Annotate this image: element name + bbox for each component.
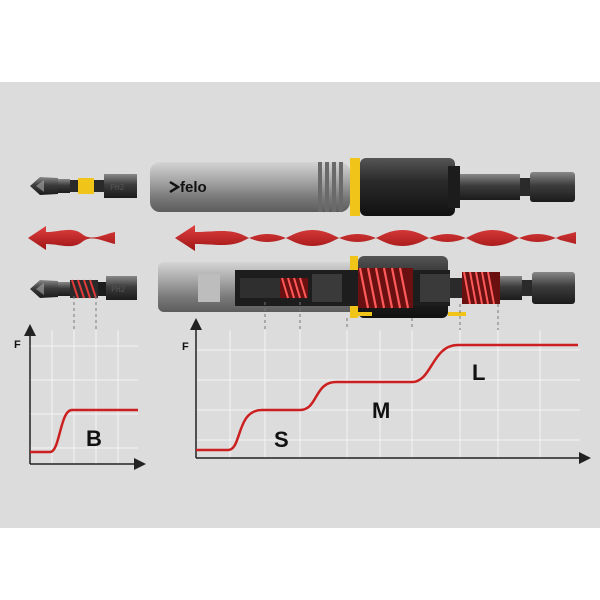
bit-holder-cutaway [158, 256, 575, 318]
y-axis-label-right: F [182, 341, 189, 353]
illustration-canvas: PH2 felo PH2 [0, 82, 600, 528]
force-curve-torsion [196, 343, 578, 452]
grid [196, 330, 580, 458]
y-axis-label-left: F [14, 339, 21, 351]
standard-bit-top: PH2 [30, 174, 137, 198]
spring-large-icon [462, 271, 500, 305]
force-curve-standard [30, 408, 138, 454]
red-twist-arrow-left-icon [28, 226, 115, 250]
bit-marking-top: PH2 [110, 183, 125, 192]
zone-label-l: L [472, 360, 485, 385]
torsion-bit-bottom: PH2 [30, 276, 137, 300]
brand-logo: felo [169, 179, 207, 196]
zone-label-b: B [86, 426, 102, 451]
bit-marking-bottom: PH2 [111, 285, 126, 294]
spring-medium-icon [358, 267, 413, 309]
grid [30, 330, 138, 464]
brand-text: felo [180, 179, 207, 196]
red-twist-arrow-right-icon [175, 225, 576, 251]
force-graph-torsion: F S M L [182, 318, 591, 464]
spring-small-icon [280, 277, 308, 299]
zone-label-s: S [274, 427, 289, 452]
spring-icon [71, 279, 97, 299]
force-graph-standard: F B [14, 324, 146, 470]
zone-label-m: M [372, 398, 390, 423]
bit-holder-standard: felo [150, 158, 575, 216]
